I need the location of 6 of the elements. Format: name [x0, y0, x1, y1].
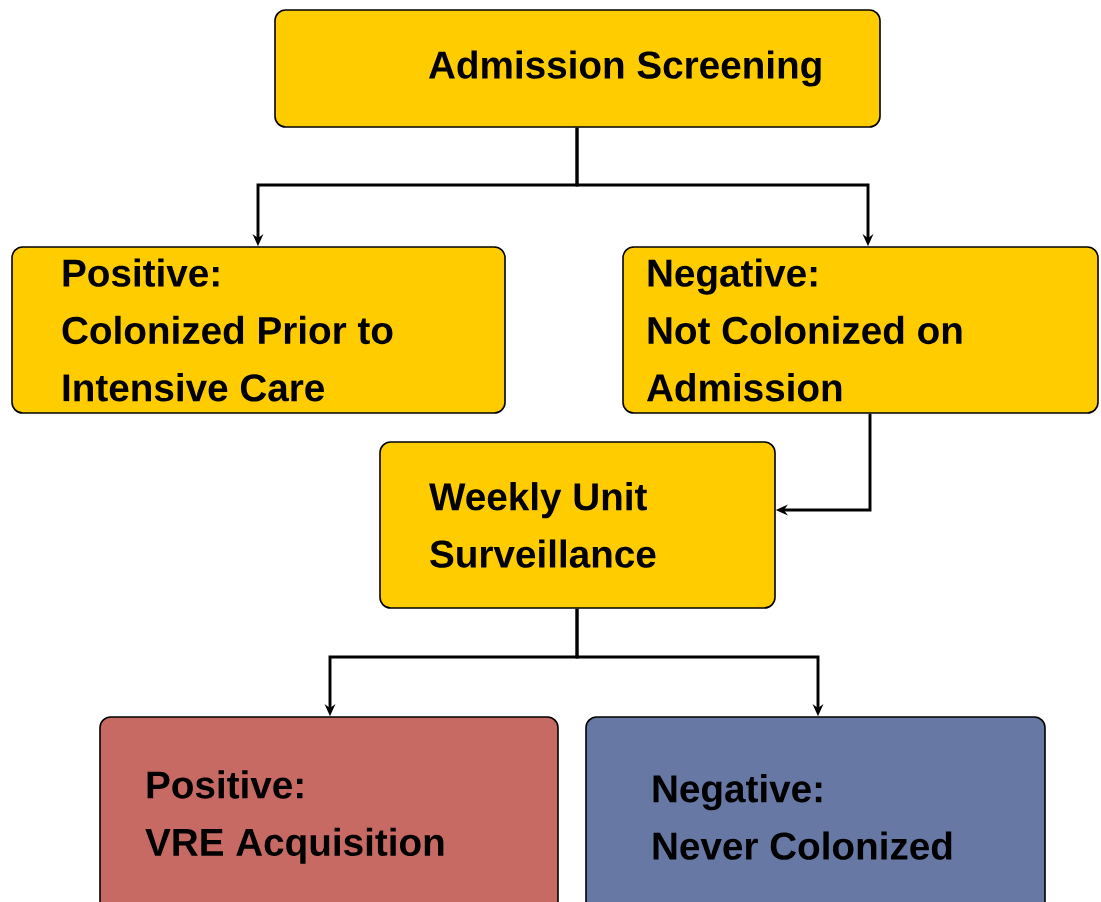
process-box: Admission Screening	[274, 9, 881, 128]
result-box: Negative: Never Colonized	[585, 716, 1046, 902]
process-box: Weekly Unit Surveillance	[379, 441, 776, 609]
process-box: Positive: Colonized Prior to Intensive Care	[11, 246, 506, 414]
process-box: Negative: Not Colonized on Admission	[622, 246, 1099, 414]
result-box: Positive: VRE Acquisition	[99, 716, 559, 902]
